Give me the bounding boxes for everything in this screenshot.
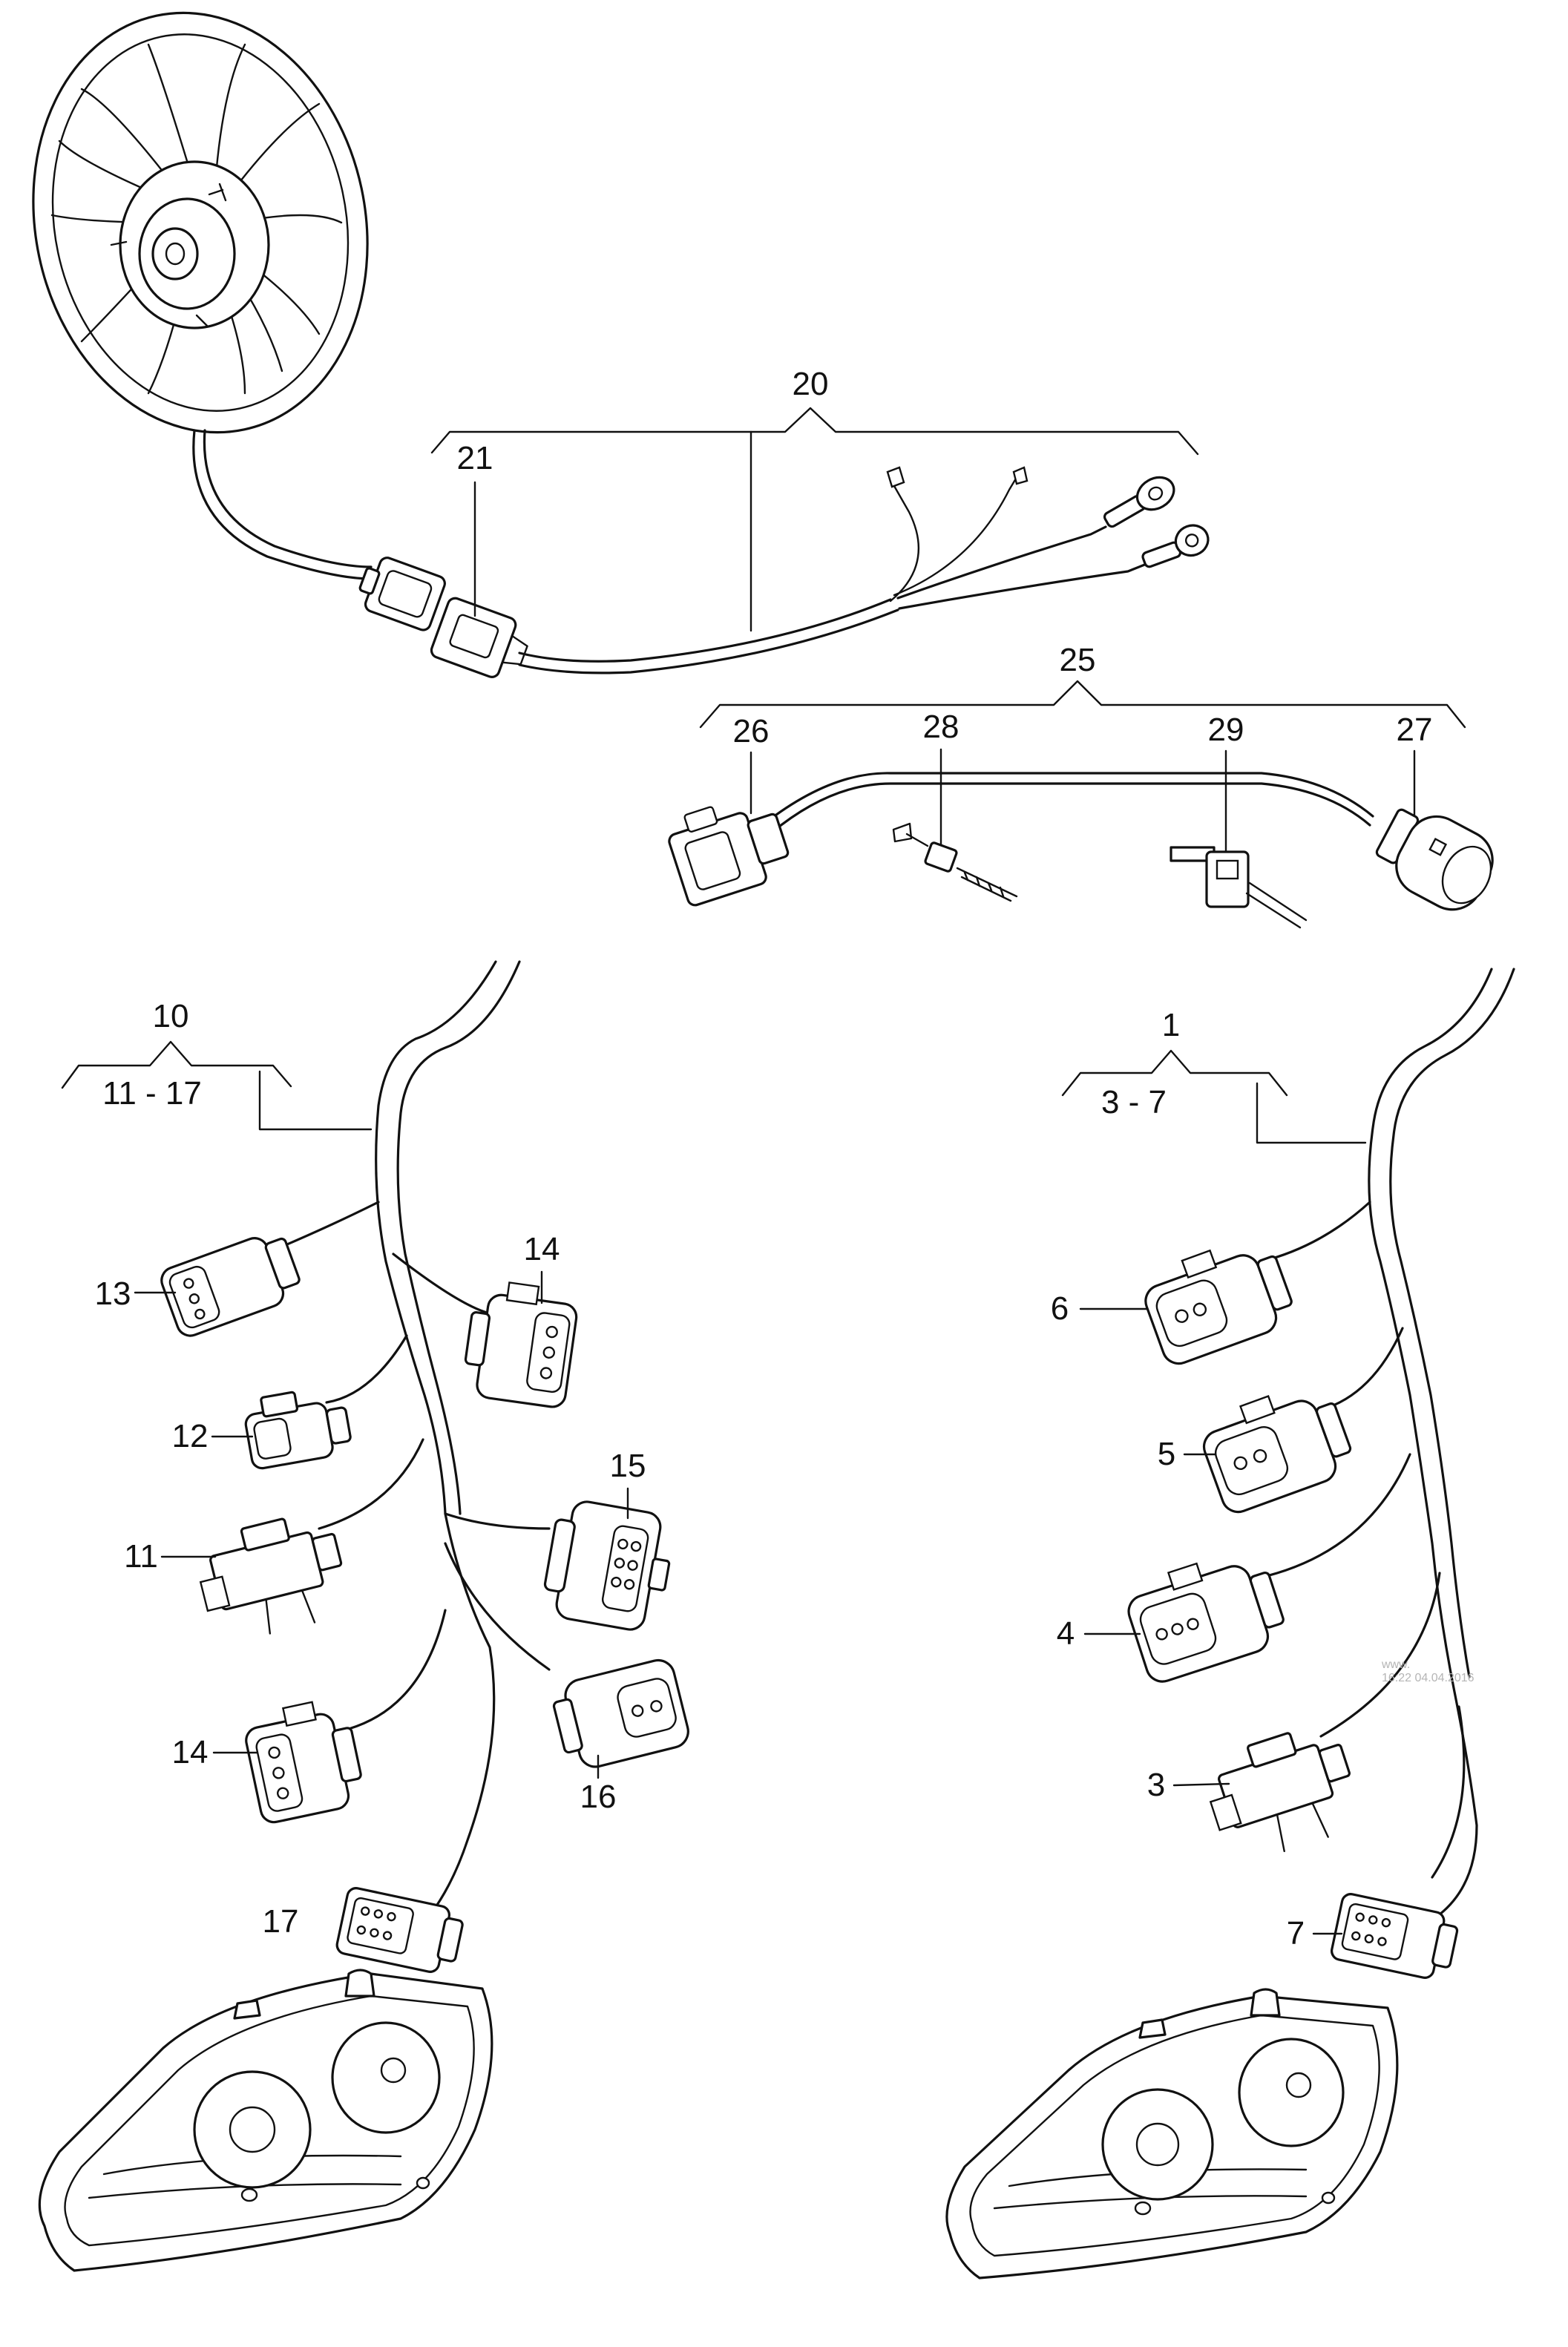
headlight-right-icon	[945, 1988, 1399, 2279]
callout-20: 20	[793, 366, 829, 402]
callout-14b: 14	[172, 1734, 209, 1770]
sensor-harness-icon	[668, 772, 1494, 929]
callout-13: 13	[95, 1276, 131, 1312]
callout-3: 3	[1147, 1767, 1165, 1803]
right-harness-icon	[1245, 968, 1515, 1916]
watermark: www. 16:22 04.04.2016	[1381, 1658, 1474, 1684]
callout-21: 21	[457, 440, 493, 476]
connector-14a-icon	[464, 1281, 578, 1408]
callout-1: 1	[1162, 1007, 1180, 1043]
callout-group-10: 10 11 - 17	[61, 998, 373, 1131]
callout-16: 16	[580, 1779, 617, 1815]
callout-29: 29	[1208, 712, 1244, 748]
callout-11-17: 11 - 17	[102, 1075, 202, 1112]
radiator-fan-icon	[32, 11, 369, 434]
callout-group-21: 21	[457, 440, 493, 617]
connector-5-icon	[1202, 1395, 1352, 1514]
left-harness-icon	[281, 960, 551, 1916]
callout-12: 12	[172, 1418, 209, 1454]
fan-connector-icon	[192, 429, 528, 678]
callout-group-20: 20	[430, 366, 1199, 632]
callout-26: 26	[733, 713, 770, 749]
connector-11-icon	[199, 1517, 343, 1635]
callout-11: 11	[124, 1538, 158, 1575]
callout-25: 25	[1060, 642, 1096, 678]
connector-6-icon	[1144, 1249, 1293, 1365]
callout-3-7: 3 - 7	[1101, 1084, 1167, 1120]
headlight-left-icon	[38, 1969, 493, 2272]
svg-text:www.: www.	[1381, 1658, 1410, 1671]
cable-clip-icon	[1170, 846, 1308, 929]
fan-harness-icon	[518, 466, 1210, 674]
callout-5: 5	[1158, 1436, 1175, 1472]
svg-text:16:22 04.04.2016: 16:22 04.04.2016	[1382, 1672, 1474, 1684]
right-callouts: 6 5 4 3 7	[1051, 1290, 1343, 1952]
connector-4-icon	[1127, 1562, 1285, 1683]
callout-group-25: 25 26 28 29 27	[699, 642, 1466, 855]
callout-17: 17	[263, 1903, 299, 1940]
callout-14a: 14	[524, 1231, 560, 1267]
connector-15-icon	[543, 1500, 671, 1631]
callout-28: 28	[923, 709, 960, 745]
connector-17-icon	[335, 1887, 464, 1973]
connector-7-icon	[1331, 1893, 1459, 1979]
connector-16-icon	[552, 1658, 689, 1768]
callout-4: 4	[1057, 1615, 1075, 1652]
callout-15: 15	[610, 1448, 646, 1484]
callout-27: 27	[1397, 712, 1433, 748]
callout-6: 6	[1051, 1290, 1069, 1327]
left-callouts: 13 12 11 14 14 15 16 17	[95, 1231, 646, 1940]
callout-group-1: 1 3 - 7	[1061, 1007, 1367, 1144]
connector-14b-icon	[245, 1701, 362, 1824]
callout-7: 7	[1287, 1915, 1305, 1952]
connector-13-icon	[160, 1237, 301, 1337]
connector-12-icon	[244, 1391, 352, 1470]
connector-3-icon	[1209, 1732, 1351, 1853]
callout-10: 10	[153, 998, 189, 1034]
cable-tie-icon	[892, 822, 1018, 902]
